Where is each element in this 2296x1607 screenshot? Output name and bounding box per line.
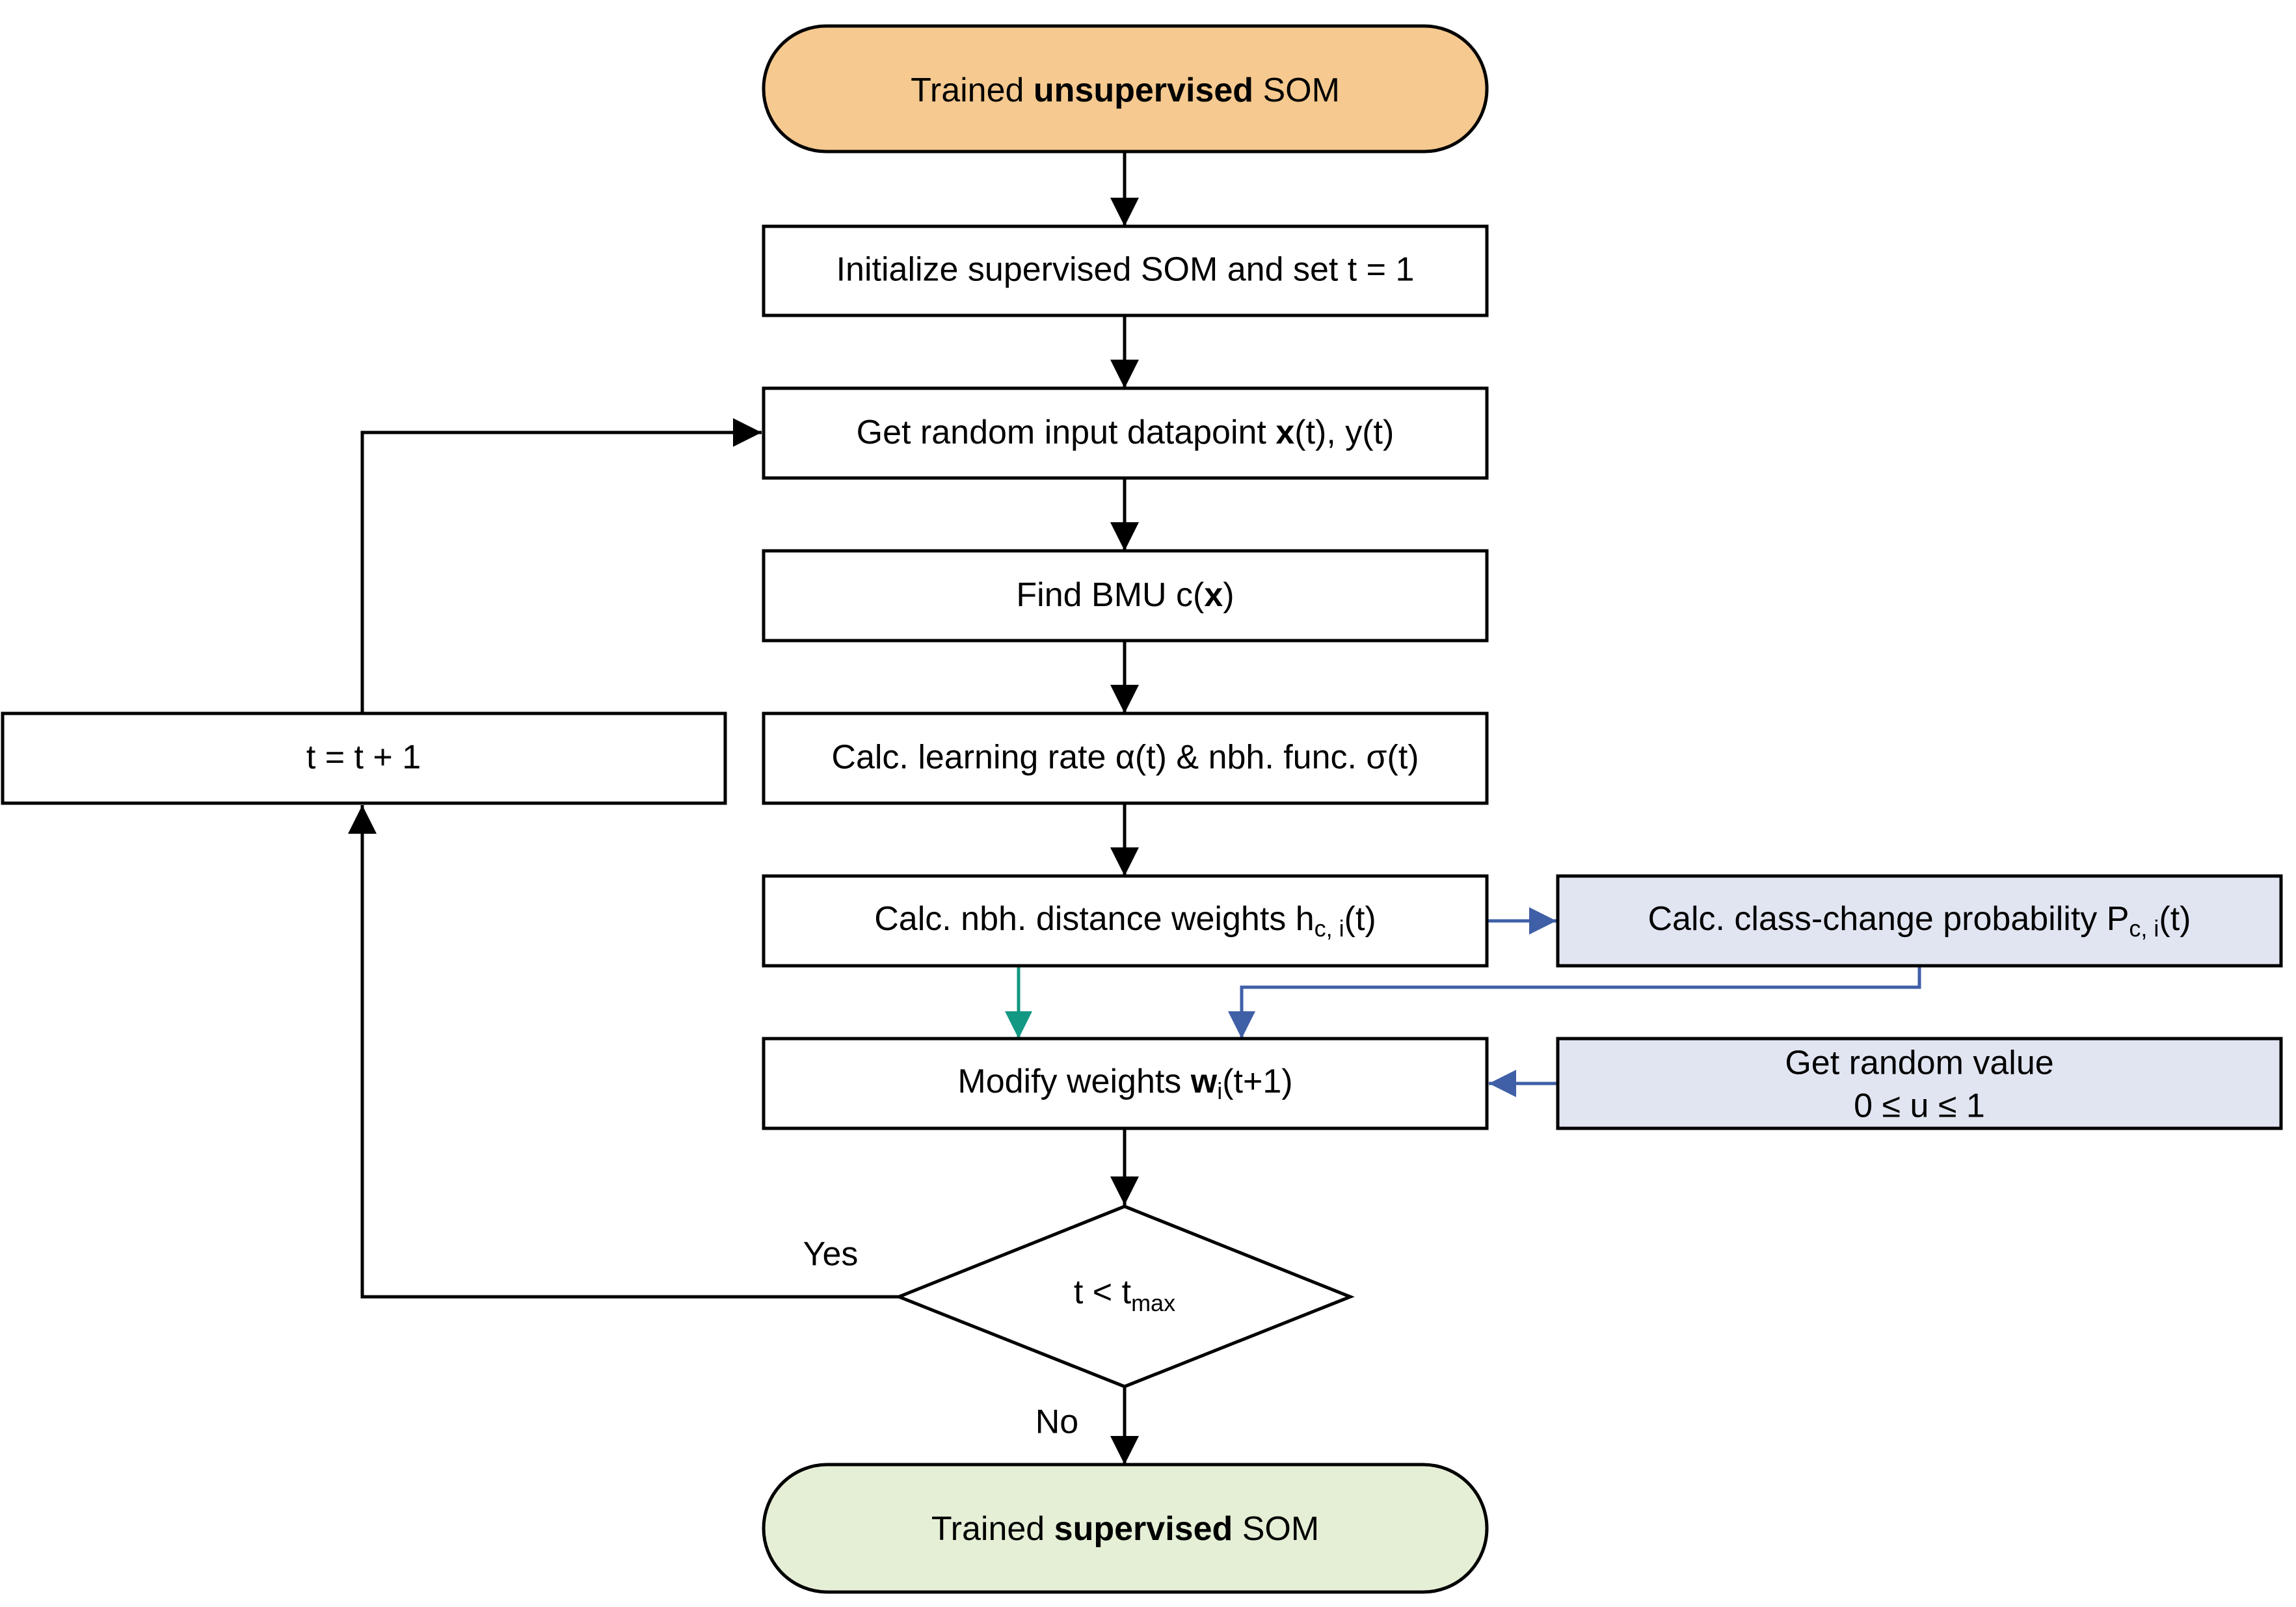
init-label: Initialize supervised SOM and set t = 1 [836,251,1415,289]
edge-label-no: No [1035,1403,1078,1441]
prob-label: Calc. class-change probability Pc, i(t) [1648,900,2191,942]
increment-node: t = t + 1 [1,711,727,805]
start-terminal-shape [762,24,1489,153]
modify-box [762,1037,1489,1130]
init-node: Initialize supervised SOM and set t = 1 [762,224,1489,317]
bmu-label: Find BMU c(x) [1016,576,1234,614]
start-node: Trained unsupervised SOM [762,24,1489,153]
rates-box [762,711,1489,805]
decision-label: t < tmax [1074,1273,1175,1316]
increment-box [1,711,727,805]
rates-label: Calc. learning rate α(t) & nbh. func. σ(… [831,739,1419,777]
connectors [348,152,1921,1465]
arrow-decision-yes [348,805,899,1299]
dist-box [762,874,1489,968]
edge-label-yes: Yes [803,1236,859,1273]
arrow-prob-to-modify [1228,966,1921,1039]
increment-label: t = t + 1 [306,739,421,777]
init-box [762,224,1489,317]
prob-box [1556,874,2283,968]
decision-diamond [894,1204,1355,1388]
end-node: Trained supervised SOM [762,1463,1489,1594]
modify-label: Modify weights wi(t+1) [957,1063,1292,1104]
start-label: Trained unsupervised SOM [911,72,1340,109]
dist-label: Calc. nbh. distance weights hc, i(t) [874,900,1376,942]
arrow-increment-to-input [360,418,762,713]
bmu-node: Find BMU c(x) [762,549,1489,643]
prob-node: Calc. class-change probability Pc, i(t) [1556,874,2283,968]
end-terminal-shape [762,1463,1489,1594]
random-node: Get random value 0 ≤ u ≤ 1 [1556,1037,2283,1130]
random-box [1556,1037,2283,1130]
modify-node: Modify weights wi(t+1) [762,1037,1489,1130]
input-label: Get random input datapoint x(t), y(t) [857,414,1395,451]
dist-node: Calc. nbh. distance weights hc, i(t) [762,874,1489,968]
rates-node: Calc. learning rate α(t) & nbh. func. σ(… [762,711,1489,805]
random-label-line2: 0 ≤ u ≤ 1 [1854,1087,1985,1125]
decision-node: t < tmax [894,1204,1355,1388]
end-label: Trained supervised SOM [931,1510,1319,1548]
random-label-line1: Get random value [1785,1044,2053,1082]
input-box [762,386,1489,480]
input-node: Get random input datapoint x(t), y(t) [762,386,1489,480]
bmu-box [762,549,1489,643]
